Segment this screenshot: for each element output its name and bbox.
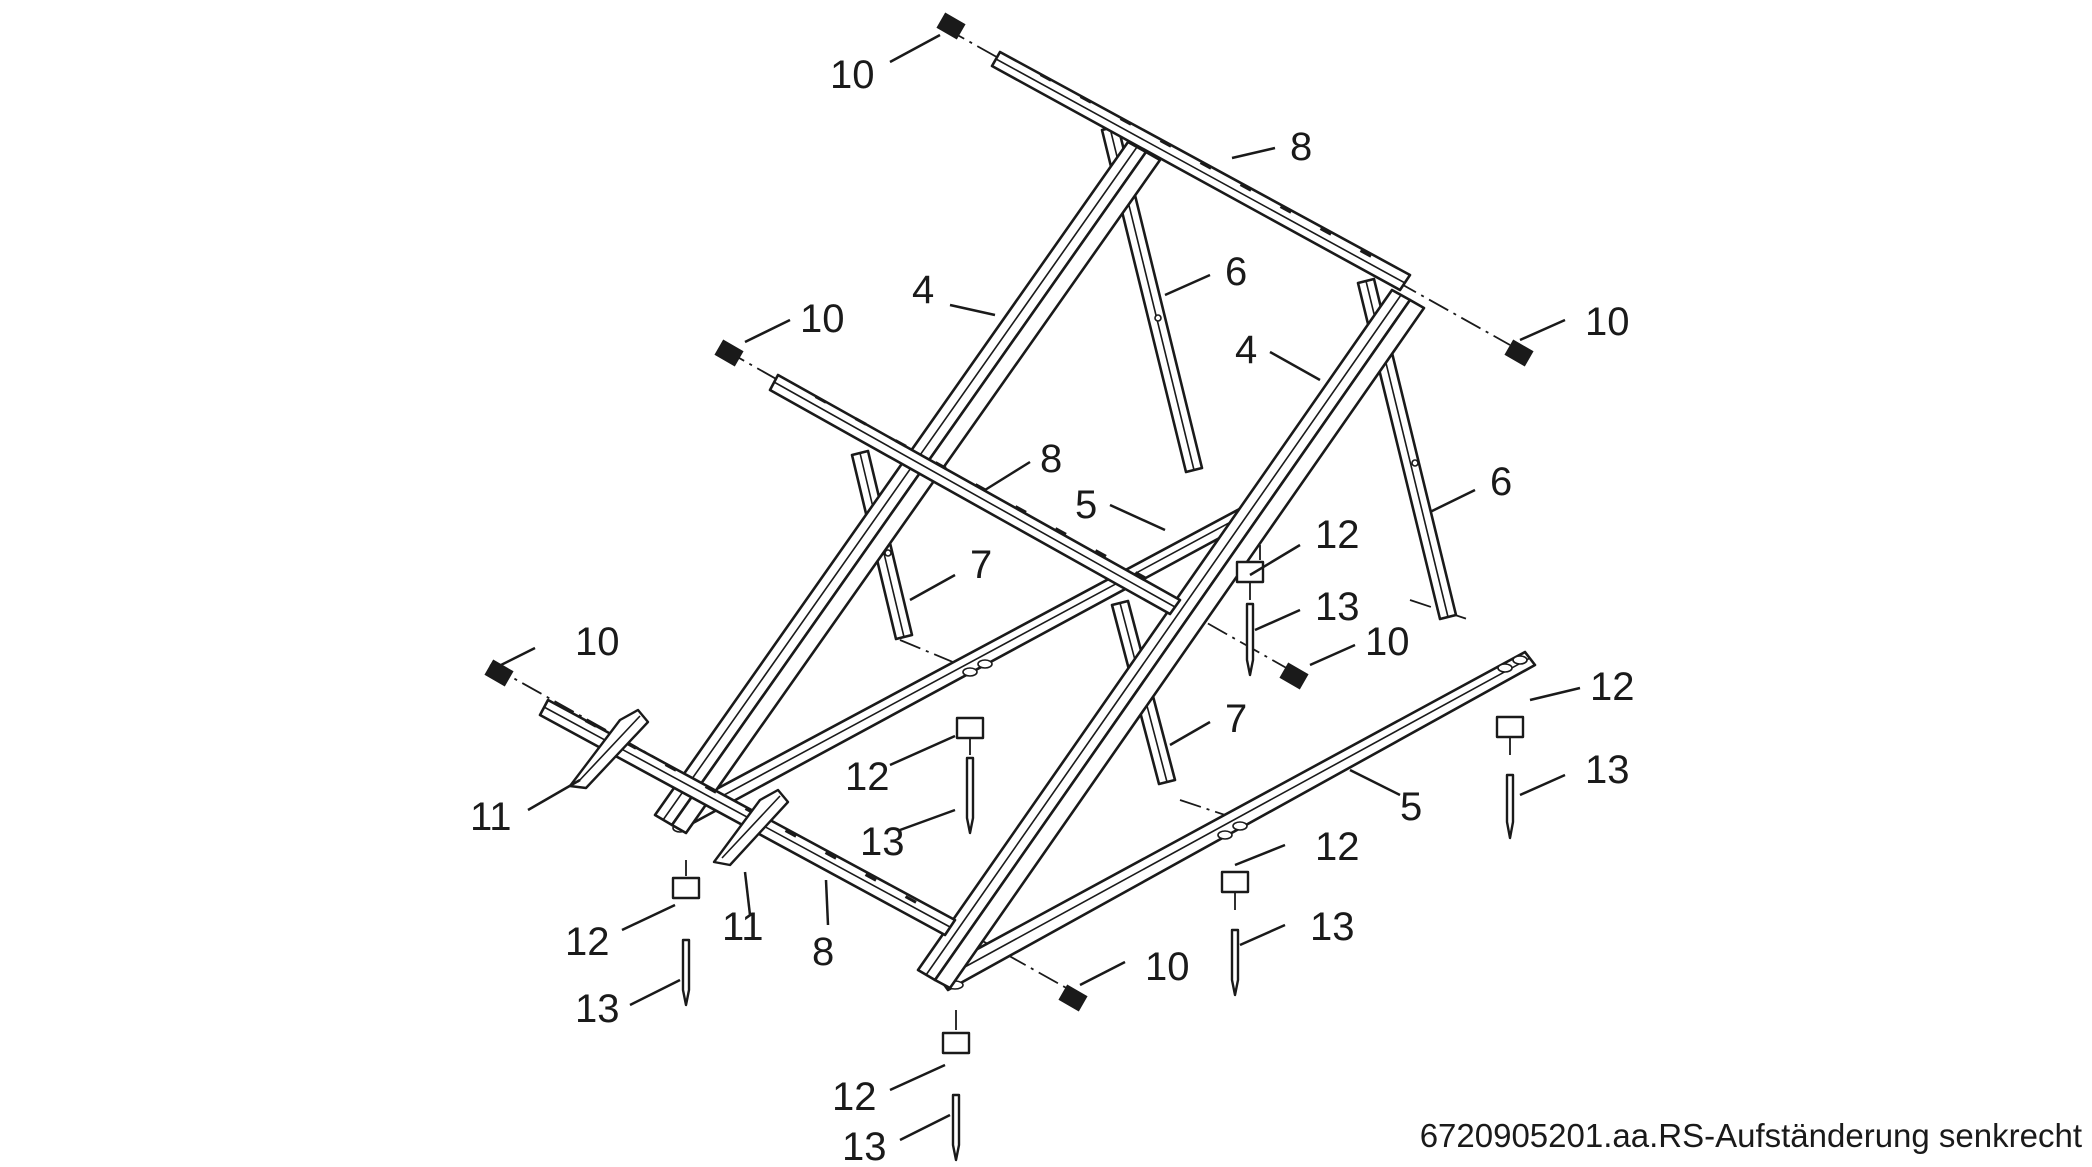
end-cap-top-right (1504, 339, 1534, 367)
end-cap-bottom-left (484, 659, 514, 687)
callout-10: 10 (1145, 945, 1190, 989)
leader-lines (494, 33, 1581, 1142)
callout-8: 8 (1290, 125, 1312, 169)
figure-caption: 6720905201.aa.RS-Aufständerung senkrecht (1419, 1117, 2082, 1154)
base-rail-right (933, 650, 1537, 992)
end-cap-top-left (936, 12, 966, 40)
callout-5: 5 (1400, 785, 1422, 829)
end-cap-middle-left (714, 339, 744, 367)
callout-13: 13 (1315, 585, 1360, 629)
panel-stop-left (568, 708, 650, 790)
ground-anchor-6 (941, 1010, 971, 1162)
callout-12: 12 (1315, 825, 1360, 869)
callout-8: 8 (1040, 437, 1062, 481)
callout-13: 13 (575, 987, 620, 1031)
callout-5: 5 (1075, 483, 1097, 527)
callout-13: 13 (842, 1125, 887, 1167)
callout-10: 10 (800, 297, 845, 341)
callout-8: 8 (812, 930, 834, 974)
callout-4: 4 (912, 268, 934, 312)
callout-12: 12 (1590, 665, 1635, 709)
callout-6: 6 (1490, 460, 1512, 504)
callout-10: 10 (1365, 620, 1410, 664)
callout-4: 4 (1235, 328, 1257, 372)
ground-anchor-4 (1220, 870, 1250, 997)
ground-anchor-2 (955, 716, 985, 835)
diagonal-rail-right (916, 288, 1426, 990)
callout-10: 10 (830, 53, 875, 97)
callout-11: 11 (722, 905, 764, 949)
ground-anchor-5 (671, 860, 701, 1007)
callout-7: 7 (970, 543, 992, 587)
end-cap-middle-right (1279, 662, 1309, 690)
callout-11: 11 (470, 795, 512, 839)
callout-12: 12 (565, 920, 610, 964)
callout-12: 12 (845, 755, 890, 799)
callout-labels: 10 8 6 4 4 10 10 8 5 6 12 13 10 7 12 7 1… (470, 53, 1635, 1167)
end-cap-bottom-right (1058, 984, 1088, 1012)
panel-stop-right (712, 788, 790, 867)
callout-10: 10 (1585, 300, 1630, 344)
ground-anchor-1 (1235, 560, 1265, 677)
mounting-rail-top (990, 50, 1412, 292)
ground-anchor-3 (1495, 715, 1525, 840)
callout-10: 10 (575, 620, 620, 664)
mounting-rail-middle (768, 373, 1182, 616)
callout-13: 13 (1585, 748, 1630, 792)
callout-13: 13 (1310, 905, 1355, 949)
callout-12: 12 (832, 1075, 877, 1119)
callout-7: 7 (1225, 697, 1247, 741)
callout-12: 12 (1315, 513, 1360, 557)
callout-13: 13 (860, 820, 905, 864)
callout-6: 6 (1225, 250, 1247, 294)
